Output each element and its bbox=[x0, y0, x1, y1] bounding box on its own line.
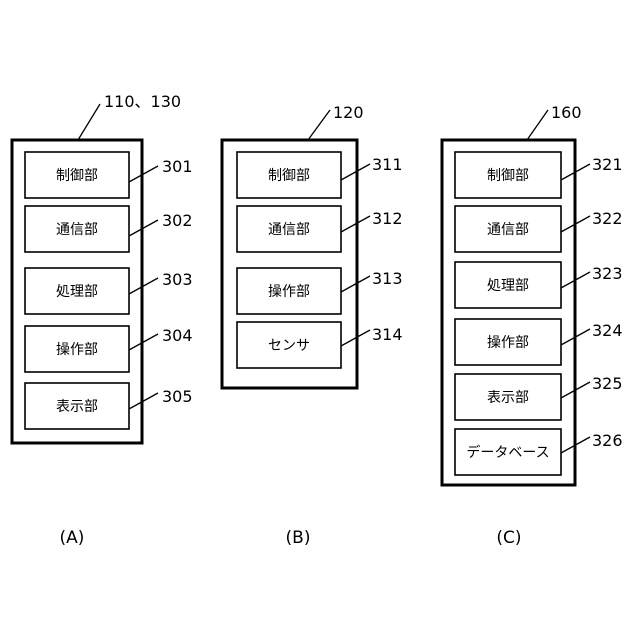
block-b-2-label: 通信部 bbox=[268, 222, 310, 238]
block-a-3-label: 処理部 bbox=[56, 284, 98, 300]
panel-a: 110、130 制御部 301 通信部 302 処理部 303 操作部 304 … bbox=[12, 92, 193, 548]
panel-a-ref: 110、130 bbox=[104, 92, 181, 111]
block-c-4-ref: 324 bbox=[592, 321, 623, 340]
block-c-2-ref: 322 bbox=[592, 209, 623, 228]
block-a-1-ref: 301 bbox=[162, 157, 193, 176]
block-a-2-ref: 302 bbox=[162, 211, 193, 230]
panel-b: 120 制御部 311 通信部 312 操作部 313 センサ 314 (B) bbox=[222, 103, 403, 548]
block-b-3-label: 操作部 bbox=[268, 284, 310, 300]
block-a-2-label: 通信部 bbox=[56, 222, 98, 238]
block-c-6-ref: 326 bbox=[592, 431, 623, 450]
panel-c-frame bbox=[442, 140, 575, 485]
block-a-1-label: 制御部 bbox=[56, 168, 98, 184]
block-c-6-label: データベース bbox=[466, 444, 549, 461]
block-b-3-ref: 313 bbox=[372, 269, 403, 288]
panel-b-ref: 120 bbox=[333, 103, 364, 122]
panel-c-ref: 160 bbox=[551, 103, 582, 122]
block-b-2-ref: 312 bbox=[372, 209, 403, 228]
panel-b-caption: (B) bbox=[286, 528, 311, 548]
block-b-4-ref: 314 bbox=[372, 325, 403, 344]
block-c-1-label: 制御部 bbox=[487, 168, 529, 184]
block-a-5-ref: 305 bbox=[162, 387, 193, 406]
block-c-2-label: 通信部 bbox=[487, 222, 529, 238]
panel-a-caption: (A) bbox=[60, 528, 85, 548]
panel-b-ref-leader bbox=[308, 110, 330, 140]
block-c-1-ref: 321 bbox=[592, 155, 623, 174]
panel-c-caption: (C) bbox=[496, 528, 521, 548]
panel-a-ref-leader bbox=[78, 104, 100, 140]
block-a-3-ref: 303 bbox=[162, 270, 193, 289]
block-c-3-ref: 323 bbox=[592, 264, 623, 283]
block-a-5-label: 表示部 bbox=[56, 399, 98, 415]
block-b-1-ref: 311 bbox=[372, 155, 403, 174]
block-b-4-label: センサ bbox=[268, 338, 310, 354]
panel-c-ref-leader bbox=[527, 110, 548, 140]
block-a-4-label: 操作部 bbox=[56, 342, 98, 358]
block-a-4-ref: 304 bbox=[162, 326, 193, 345]
block-c-3-label: 処理部 bbox=[487, 278, 529, 294]
block-c-5-ref: 325 bbox=[592, 374, 623, 393]
block-b-1-label: 制御部 bbox=[268, 168, 310, 184]
block-c-5-label: 表示部 bbox=[487, 390, 529, 406]
panel-c: 160 制御部 321 通信部 322 処理部 323 操作部 324 表示部 … bbox=[442, 103, 623, 548]
block-c-4-label: 操作部 bbox=[487, 335, 529, 351]
